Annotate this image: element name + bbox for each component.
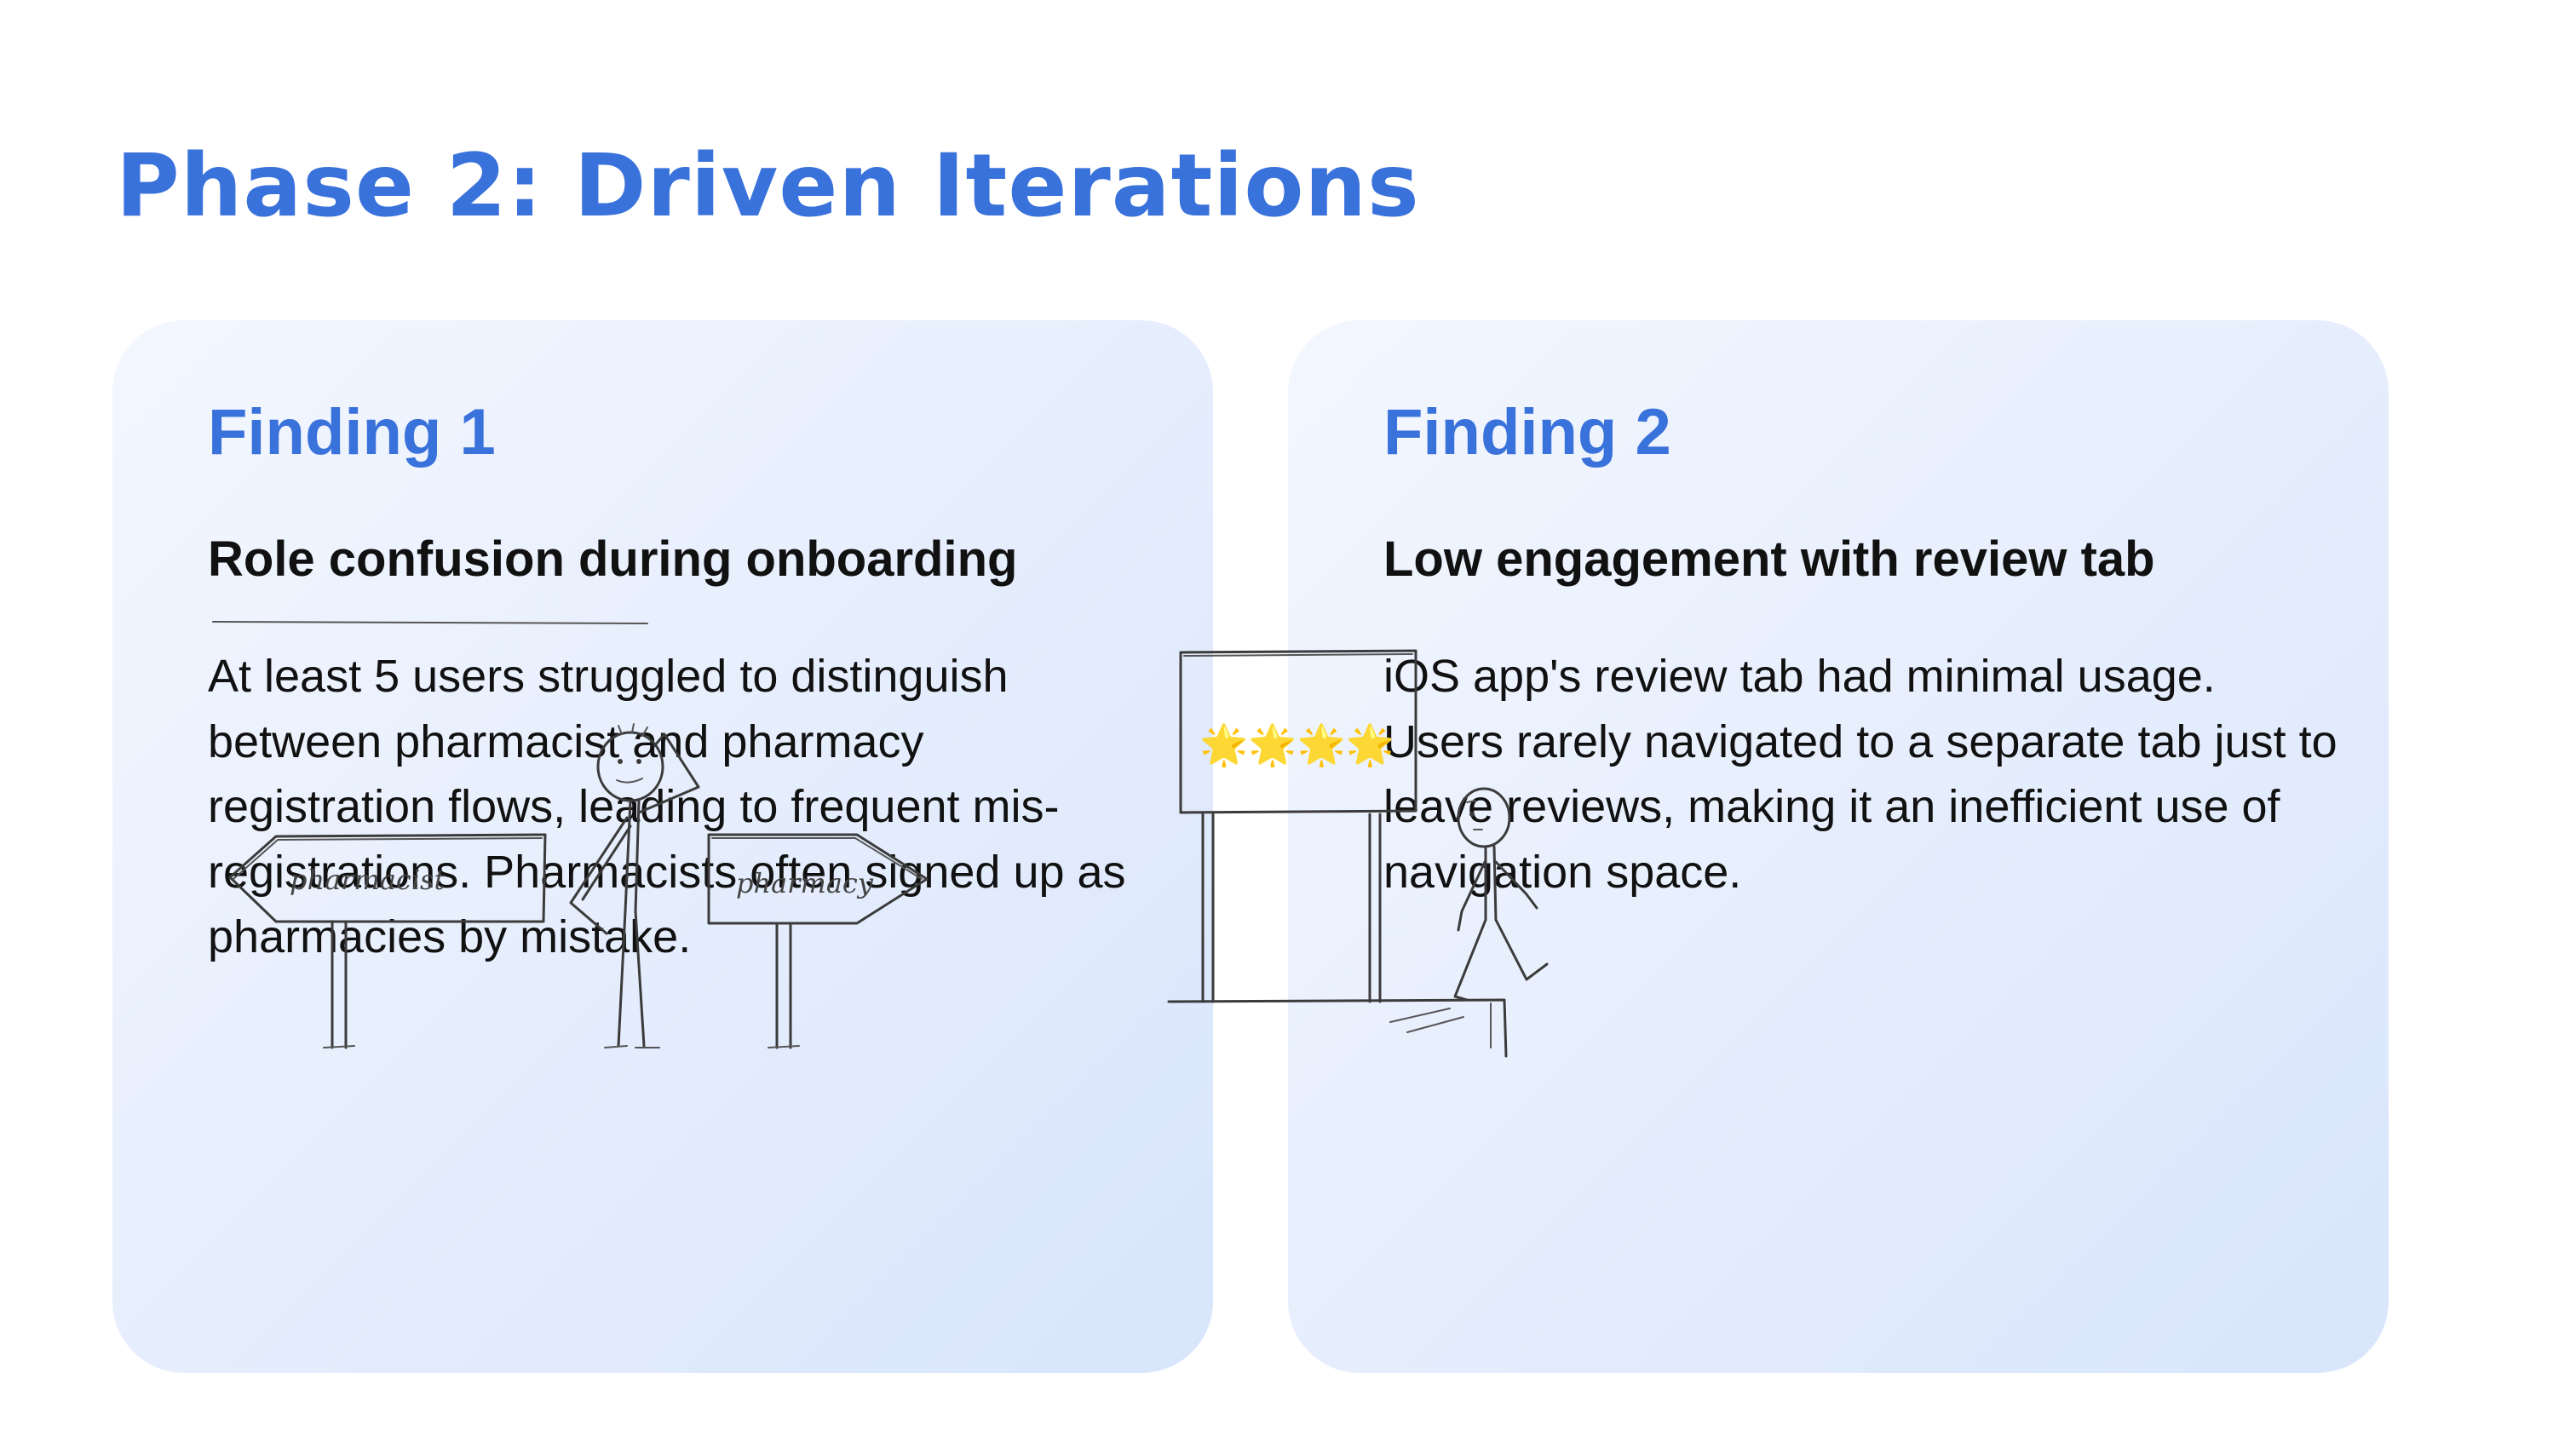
ground-line — [212, 621, 648, 624]
review-billboard: 🌟🌟🌟🌟 — [1179, 649, 1417, 1003]
right-signpost: pharmacy — [707, 833, 929, 1049]
confused-stick-figure-signs-illustration: pharmacist pharmacy — [212, 621, 929, 1049]
finding-body: At least 5 users struggled to distinguis… — [208, 651, 1126, 962]
cliff-ledge — [1167, 998, 1508, 1058]
finding-subheading: Role confusion during onboarding — [208, 531, 1018, 587]
walking-stick-figure — [1453, 787, 1549, 1002]
star-rating-icons: 🌟🌟🌟🌟 — [1199, 722, 1394, 768]
stick-figure-walking-off-ledge-illustration: 🌟🌟🌟🌟 — [1167, 649, 1549, 1058]
finding-heading: Finding 1 — [208, 396, 496, 468]
sign-label-pharmacist: pharmacist — [290, 864, 445, 896]
finding-heading: Finding 2 — [1383, 396, 1671, 468]
finding-body: iOS app's review tab had minimal usage. … — [1383, 651, 2337, 898]
finding-subheading: Low engagement with review tab — [1383, 531, 2155, 587]
stick-figure-scratching-head — [569, 723, 700, 1048]
sign-label-pharmacy: pharmacy — [736, 867, 874, 899]
finding-card-1: Finding 1 Role confusion during onboardi… — [112, 320, 1213, 1373]
left-signpost: pharmacist — [228, 833, 547, 1049]
page-title: Phase 2: Driven Iterations — [116, 135, 1420, 237]
finding-card-2: Finding 2 Low engagement with review tab… — [1288, 320, 2389, 1373]
